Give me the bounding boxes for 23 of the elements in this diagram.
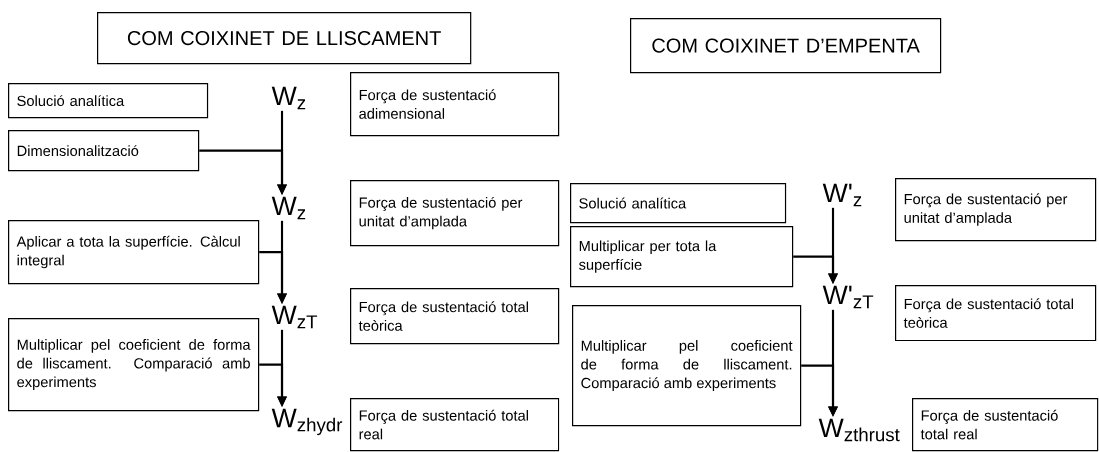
- text-box: Multiplicar pel coeficient de forma de lliscament. Comparació amb experiments: [572, 305, 802, 427]
- symbol-label: W$_{z}$: [271, 86, 306, 110]
- text-box: Força de sustentació total real: [912, 398, 1099, 452]
- text-box: Força de sustentació total teòrica: [895, 285, 1097, 342]
- text-box: Aplicar a tota la superfície. Càlcul integral: [8, 220, 260, 285]
- text-box: Força de sustentació total teòrica: [350, 288, 560, 345]
- title-box: COM COIXINET DE LLISCAMENT: [97, 12, 472, 65]
- text-box: Multiplicar per tota la superfície: [570, 226, 794, 288]
- symbol-label: W$_{zT}$: [271, 305, 318, 329]
- text-box: Multiplicar pel coeficient de forma de lliscament. Comparació amb experiments: [8, 318, 260, 412]
- text-box: Solució analítica: [8, 83, 209, 119]
- symbol-label: W'$_{zT}$: [822, 285, 874, 309]
- symbol-label: W$_{zhydr}$: [271, 408, 343, 436]
- symbol-label: W'$_{z}$: [822, 183, 862, 207]
- symbol-label: W$_{zthrust}$: [818, 418, 900, 442]
- symbol-label: W$_{z}$: [271, 196, 306, 220]
- text-box: Dimensionalització: [8, 130, 200, 172]
- text-box: Força de sustentació per unitat d’amplada: [350, 180, 560, 247]
- text-box: Solució analítica: [570, 183, 787, 224]
- text-box: Força de sustentació per unitat d’amplada: [895, 178, 1097, 242]
- text-box: Força de sustentació adimensional: [350, 72, 560, 137]
- title-box: COM COIXINET D’EMPENTA: [630, 18, 942, 74]
- text-box: Força de sustentació total real: [350, 398, 560, 452]
